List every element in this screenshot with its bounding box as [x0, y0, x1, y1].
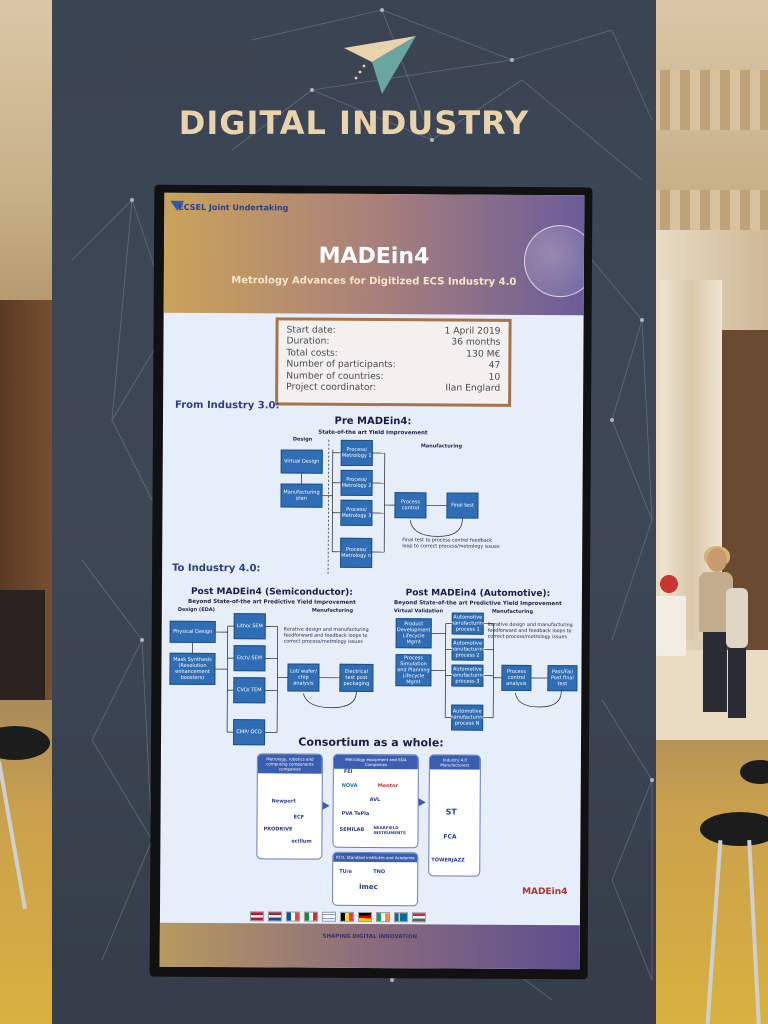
pedestal: [656, 596, 686, 656]
monitor: ECSEL Joint Undertaking MADEin4 Metrolog…: [149, 184, 593, 980]
flower-vase: [660, 575, 678, 593]
logo-prodrive: PRODRIVE: [263, 826, 293, 833]
consortium-box-academia: RTO, Standard institutes and Academia TU…: [332, 851, 419, 907]
arrow-right-icon: [418, 798, 426, 807]
box-header: Metrology equipment and EDA Companies: [333, 754, 418, 770]
consortium-box-manufacturers: Industry 4.0 Manufacturers ST FCA TOWERJ…: [428, 754, 481, 877]
box-header: Industry 4.0 Manufacturers: [429, 755, 480, 770]
consortium-title: Consortium as a whole:: [298, 735, 444, 750]
arrow-right-icon: [322, 801, 330, 810]
flag-france: [285, 911, 300, 922]
bar-stool-seat: [700, 812, 768, 846]
flag-hungary: [411, 912, 426, 923]
logo-nova: NOVA: [341, 782, 358, 789]
logo-st: ST: [445, 807, 457, 817]
visitor-person-2: [726, 578, 750, 728]
post-arrows: [192, 623, 562, 733]
screen-footer: [159, 922, 580, 970]
ceiling-molding-lower: [640, 190, 768, 230]
logo-ecf: ECF: [293, 814, 305, 821]
flag-sweden: [393, 912, 408, 923]
logo-nearfield: NEARFIELD INSTRUMENTS: [373, 825, 406, 836]
flag-israel: [321, 911, 336, 922]
consortium-box-equipment: Metrology equipment and EDA Companies FE…: [332, 753, 419, 849]
side-table: [0, 590, 45, 700]
flag-netherlands: [267, 911, 282, 922]
flag-belgium: [339, 911, 354, 922]
footer-tagline: SHAPING DIGITAL INNOVATION: [322, 933, 418, 941]
visitor-person: [695, 546, 737, 718]
flag-austria: [249, 911, 264, 922]
logo-avl: AVL: [369, 796, 381, 804]
paper-plane-icon: [344, 36, 416, 94]
flag-germany: [357, 911, 372, 923]
logo-pva-tepla: PVA TePla: [341, 810, 370, 817]
box-header: Metrology, robotics and computing compon…: [257, 754, 322, 774]
kiosk-title: DIGITAL INDUSTRY: [178, 104, 530, 142]
logo-fei: FEI: [343, 768, 353, 775]
logo-mentor: Mentor: [377, 783, 398, 790]
pre-arrows: [301, 439, 463, 574]
logo-imec: imec: [359, 882, 378, 892]
logo-semilab: SEMILAB: [339, 826, 365, 833]
logo-newport: Newport: [271, 798, 296, 805]
consortium-box-components: Metrology, robotics and computing compon…: [256, 753, 323, 860]
logo-towerjazz: TOWERJAZZ: [431, 857, 465, 864]
logo-tno: TNO: [373, 869, 386, 876]
country-flags: [249, 911, 426, 923]
madein4-logo: MADEin4: [522, 886, 568, 898]
flag-italy: [303, 911, 318, 922]
box-header: RTO, Standard institutes and Academia: [333, 852, 418, 863]
logo-tue: TU/e: [339, 868, 352, 875]
bar-stool-seat: [740, 760, 768, 784]
flag-ireland: [375, 912, 390, 923]
monitor-screen: ECSEL Joint Undertaking MADEin4 Metrolog…: [159, 192, 585, 970]
ceiling-molding: [640, 70, 768, 130]
logo-ecillum: ecillum: [291, 838, 312, 845]
logo-fca: FCA: [443, 833, 457, 841]
